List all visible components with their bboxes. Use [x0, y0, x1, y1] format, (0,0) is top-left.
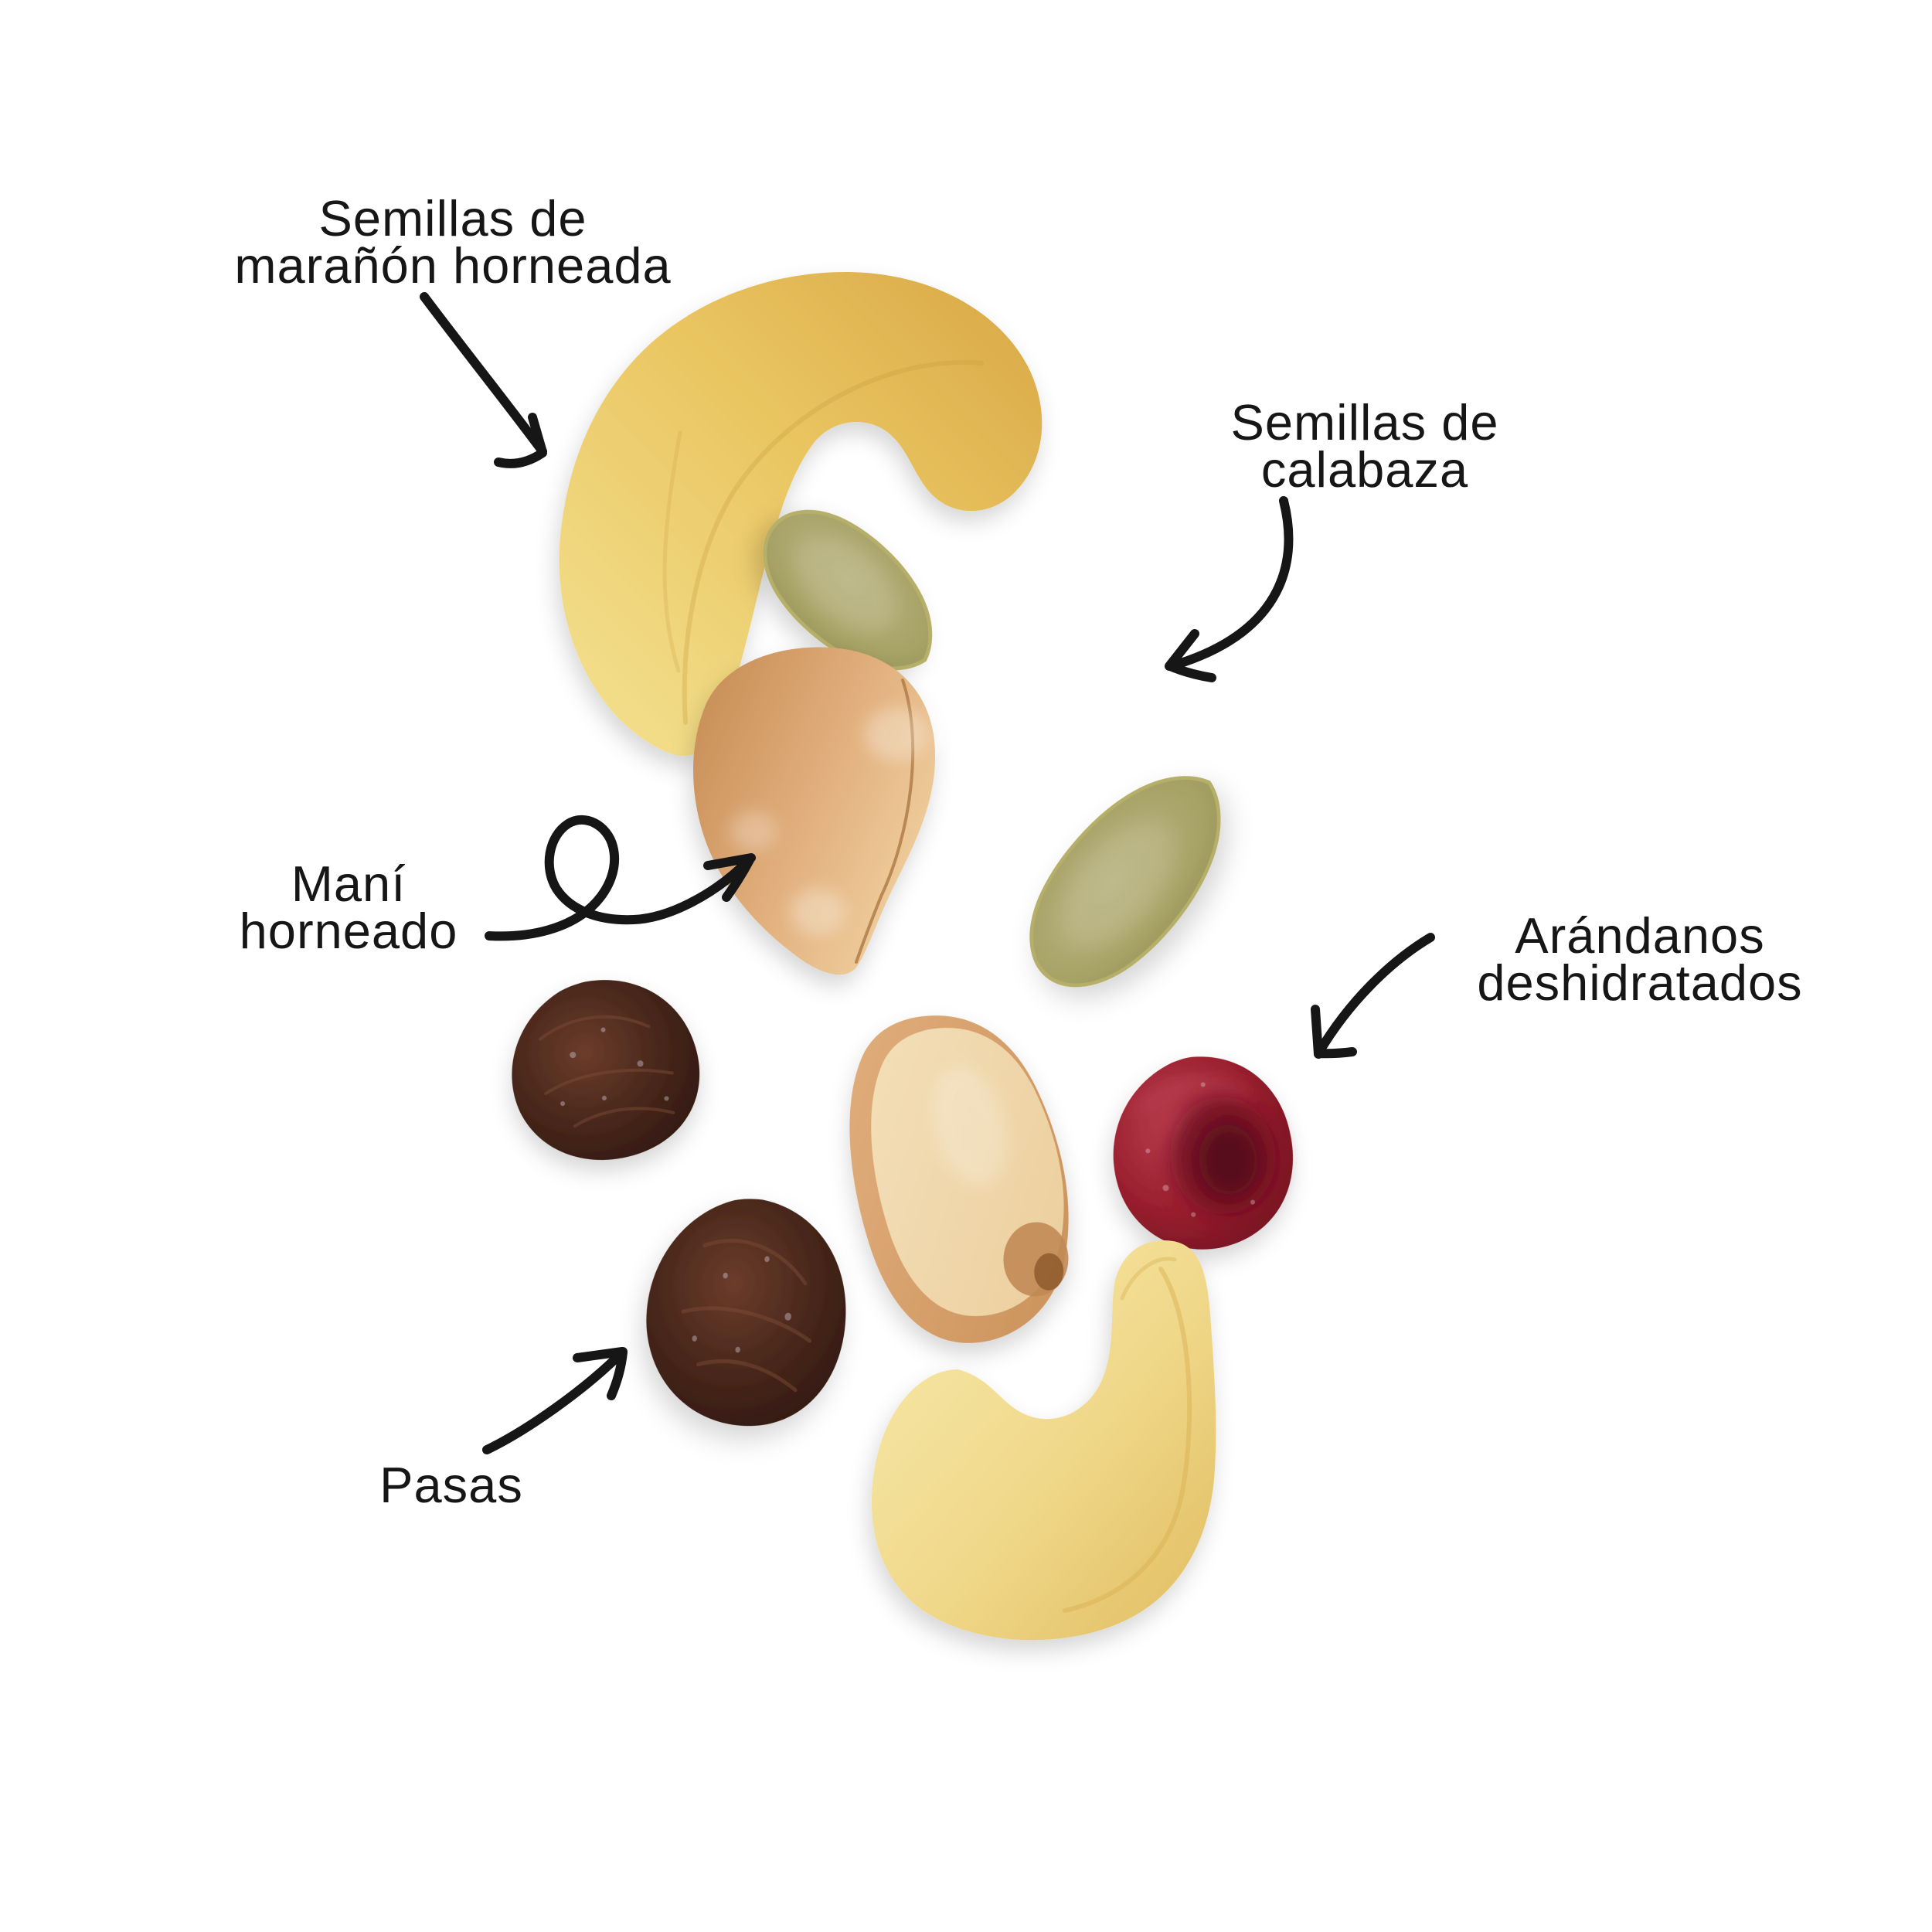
cashew-bottom-illustration: [871, 1240, 1216, 1641]
baked-peanut-half-illustration: [849, 1015, 1069, 1343]
dried-cranberry-illustration: [1113, 1056, 1294, 1250]
arrow-to-pumpkin-seeds: [1165, 496, 1294, 682]
cashew-top-illustration: [559, 272, 1043, 757]
baked-peanut-whole-illustration: [693, 647, 936, 975]
label-dried-cranberries: Arándanos deshidratados: [1477, 907, 1803, 1011]
raisin-upper-illustration: [512, 980, 700, 1160]
label-cashew-seeds: Semillas de marañón horneada: [234, 190, 672, 294]
arrow-to-peanut: [485, 815, 756, 941]
pumpkin-seed-lower-illustration: [1029, 776, 1221, 988]
annotation-arrows: [420, 292, 1435, 1454]
label-baked-peanut: Maní horneado: [239, 855, 458, 959]
label-raisins: Pasas: [379, 1457, 523, 1513]
arrow-to-raisin: [482, 1347, 628, 1454]
label-pumpkin-seeds: Semillas de calabaza: [1230, 394, 1499, 498]
raisin-lower-illustration: [646, 1199, 846, 1427]
arrow-to-cashew-top: [420, 292, 547, 468]
arrow-to-cranberry: [1311, 933, 1435, 1059]
